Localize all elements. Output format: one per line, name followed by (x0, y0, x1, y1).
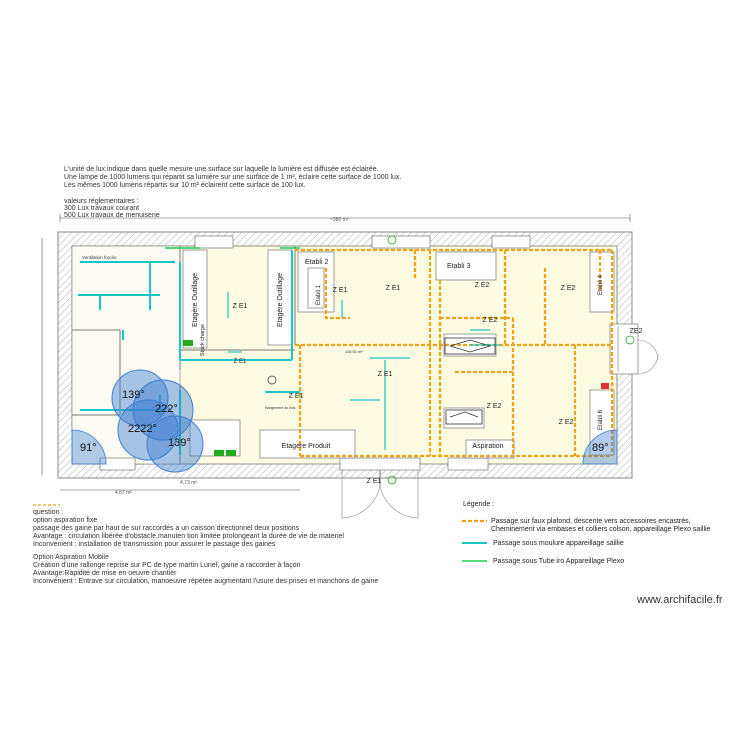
angle-a3: 2222° (128, 423, 157, 435)
zone-ze1-b: Z E1 (333, 287, 348, 294)
label-etabli-1: Etabli 1 (316, 284, 322, 305)
angle-a2: 222° (155, 403, 178, 415)
angle-a6: 89° (592, 442, 609, 454)
dim-top: ~380 m² (330, 217, 349, 223)
angle-a4: 139° (168, 437, 191, 449)
label-etagere-produit: Etagère Produit (282, 443, 331, 450)
bottom-note-8: Avantage:Rapidité de mise en oeuvre chan… (33, 570, 177, 577)
aspiration-icons (444, 337, 496, 425)
blue-circles (111, 369, 204, 473)
regulatory-1: 300 Lux travaux courant (64, 205, 140, 212)
legend: Légende : Passage sur faux plafond, desc… (462, 501, 711, 565)
legend-orange-label: Passage sur faux plafond, descente vers … (491, 518, 691, 525)
corner-arc-right (582, 429, 618, 465)
label-etagere-outillage-1: Etagère Outillage (192, 273, 199, 327)
bottom-note-2: passage des gaine par haut de sur raccor… (33, 525, 300, 532)
bottom-note-7: Création d'une rallonge reprise sur PC d… (33, 562, 301, 569)
zone-ze1-e: Z E1 (289, 393, 304, 400)
corner-arc-left (71, 429, 107, 465)
zone-ze1-g: Z E1 (367, 478, 382, 485)
zone-ze1-c: Z E1 (386, 285, 401, 292)
zone-ze2-c: Z E2 (483, 317, 498, 324)
dimension-lines (41, 214, 631, 491)
bottom-note-9: Inconvénient : Entrave sur circulation, … (33, 578, 379, 585)
light-fixtures (227, 292, 500, 450)
zone-ze2-f: ZE2 (630, 328, 643, 335)
symbols (183, 235, 635, 485)
bottom-note-0: question : (33, 509, 64, 516)
angle-a1: 139° (122, 389, 145, 401)
bottom-note-3: Avantage : circulation libérée d'obstacl… (33, 533, 344, 540)
dim-center: 116,51 m² (345, 349, 363, 354)
label-etabli-4: Etabli 4 (598, 274, 604, 295)
label-etagere-outillage-2: Etagère Outillage (277, 273, 284, 327)
zone-ze2-d: Z E2 (487, 403, 502, 410)
intro-note-2: Une lampe de 1000 lumens qui répartit sa… (64, 174, 402, 181)
bottom-note-1: option aspiration fixe (33, 517, 98, 524)
sanitary-block (71, 245, 181, 465)
label-aspiration: Aspiration (472, 443, 503, 450)
angle-a5: 91° (80, 442, 97, 454)
zone-ze1-d: Z E1 (378, 371, 393, 378)
label-rangement: Rangement du bois (265, 406, 296, 410)
label-etabli-2: Etabli 2 (305, 259, 328, 266)
watermark: www.archifacile.fr (637, 594, 723, 606)
intro-note-3: Les mêmes 1000 lumens répartis sur 10 m²… (64, 182, 306, 189)
regulatory-2: 500 Lux travaux de menuiserie (64, 212, 160, 219)
zone-ze2-a: Z E2 (475, 282, 490, 289)
dim-bottom-left: 4,87 m² (115, 490, 132, 496)
legend-orange-label-2: Cheminement via embases et colliers cols… (491, 526, 711, 533)
bottom-note-4: Inconvenient : installation de transmiss… (33, 541, 276, 548)
zone-ze1-a: Z E1 (233, 303, 248, 310)
label-ventilation: Ventilation forcée (82, 255, 117, 260)
orange-circuit (295, 248, 614, 458)
bottom-note-6: Option Aspiration Mobile (33, 554, 109, 561)
regulatory-title: valeurs réglementaires : (64, 198, 139, 205)
cyan-circuit (78, 250, 300, 455)
dim-bottom-mid: 4,73 m² (180, 480, 197, 486)
label-stock-charge: Stock charge (200, 324, 206, 356)
label-etabli-6: Etabli 6 (598, 409, 604, 430)
zone-ze2-e: Z E2 (559, 419, 574, 426)
zone-ze2-b: Z E2 (561, 285, 576, 292)
intro-note-1: L'unité de lux indique dans quelle mesur… (64, 166, 379, 173)
legend-cyan-label: Passage sous moulure appareillage sailli… (493, 540, 624, 547)
legend-title: Légende : (463, 501, 494, 508)
zone-ze1-f: Z E1 (234, 359, 247, 365)
legend-green-label: Passage sous Tube iro Appareillage Plexo (493, 558, 624, 565)
label-etabli-3: Etabli 3 (447, 263, 470, 270)
